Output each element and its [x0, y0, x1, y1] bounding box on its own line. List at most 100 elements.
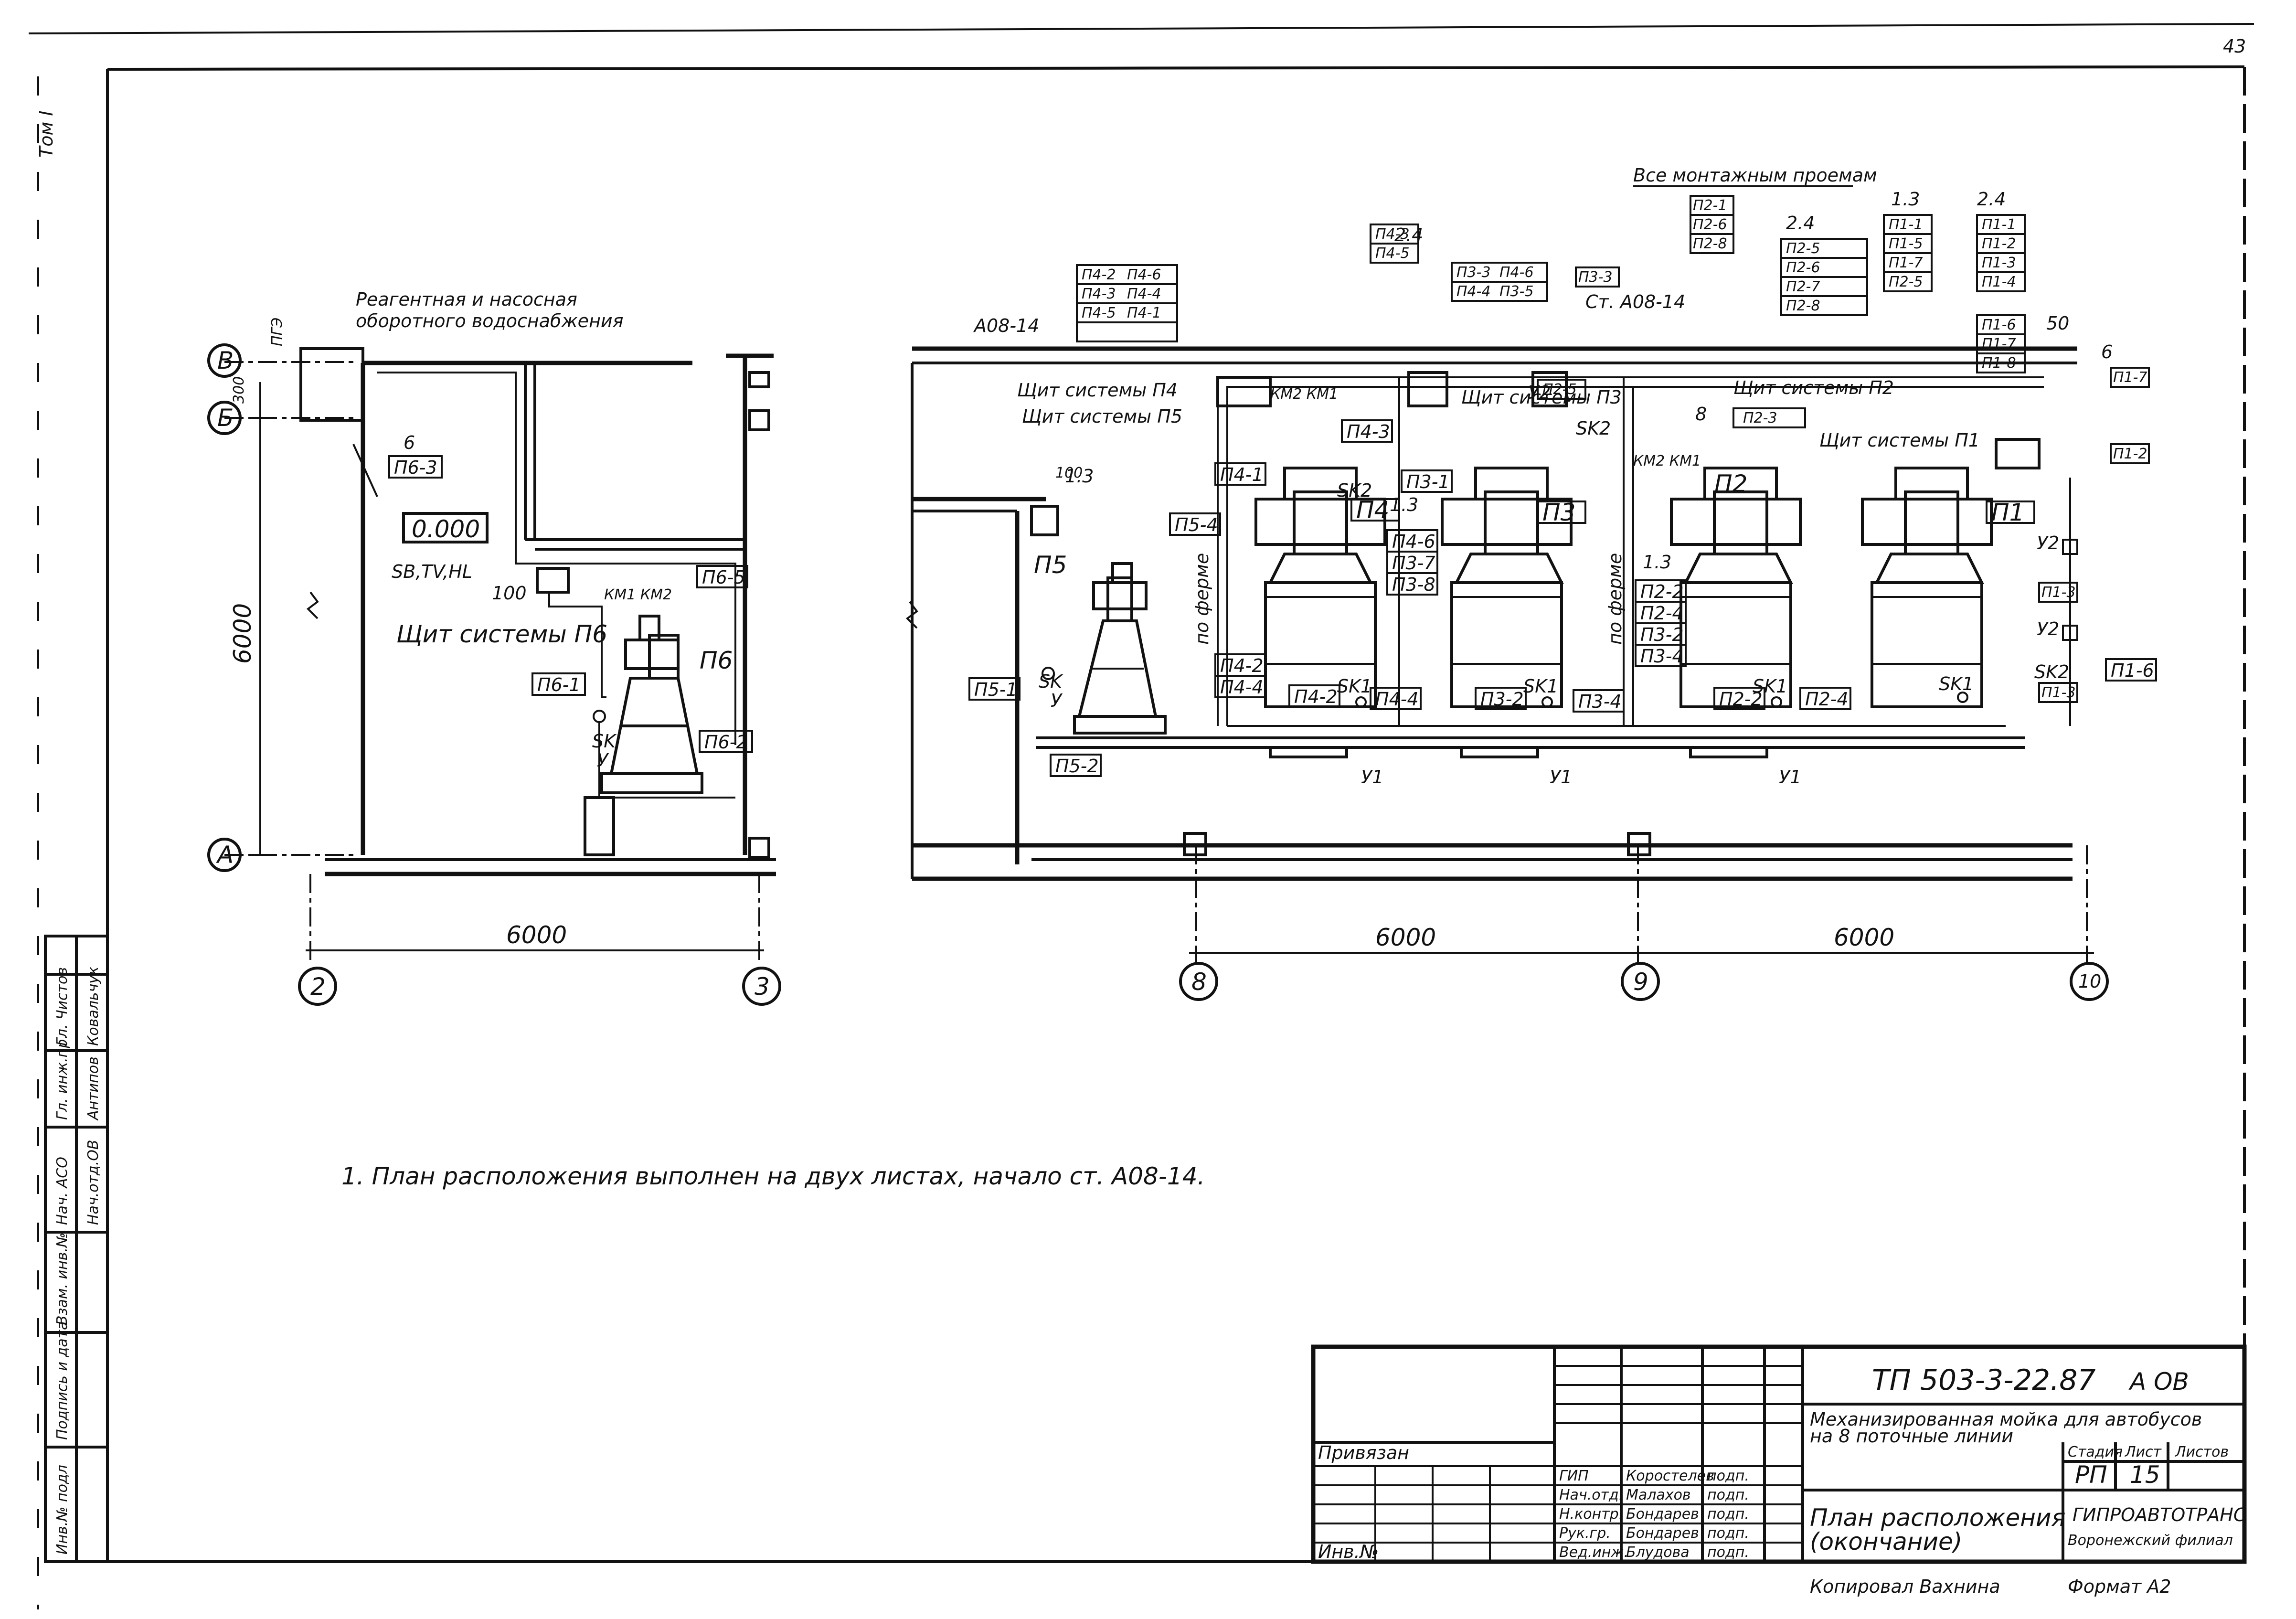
- dim-6000-vertical: 6000: [229, 603, 256, 664]
- stack-c-1: П2-5: [1786, 240, 1820, 257]
- axis-9-bubble: 9: [1633, 968, 1648, 996]
- stack-p4-1: П4-1: [1127, 305, 1161, 321]
- stack-b-1: П3-3: [1456, 264, 1491, 281]
- fan-p5: [1073, 562, 1167, 735]
- dim-6000-right-1: 6000: [1375, 924, 1436, 951]
- stack-e-4: П1-4: [1982, 274, 2016, 290]
- dim-6000-right-2: 6000: [1834, 924, 1894, 951]
- stack-d-4: П2-5: [1889, 274, 1923, 290]
- stamp-row1a: Нач. АСО: [54, 1157, 71, 1225]
- stamp-row2a: Гл. инж.пр.: [54, 1034, 71, 1120]
- km-label-left: КМ1 КМ2: [604, 586, 672, 603]
- axis-a-bubble: А: [216, 841, 234, 869]
- role-head-dept: Нач.отд.: [1559, 1487, 1623, 1503]
- sb-label: SB,TV,HL: [392, 561, 472, 582]
- role-group-head: Рук.гр.: [1559, 1525, 1611, 1542]
- panel-p2-label: Щит системы П2: [1733, 377, 1894, 398]
- fan-p4-label: П4: [1356, 496, 1389, 524]
- tag-p3-8: П3-8: [1392, 574, 1435, 595]
- tag-p3-4: П3-4: [1578, 691, 1622, 712]
- fan-p1: [1861, 467, 1993, 708]
- name-5: Блудова: [1626, 1544, 1690, 1561]
- tag-p2-2b: П2-2: [1719, 689, 1763, 710]
- group-13-b: 1.3: [1065, 466, 1094, 487]
- sk-label-left: SK: [592, 731, 617, 752]
- name-3: Бондарев: [1626, 1506, 1699, 1523]
- on-farm-label-2: по ферме: [1605, 553, 1626, 645]
- project-code: ТП 503-3-22.87: [1872, 1363, 2096, 1397]
- u2-label-p1: У2: [2037, 533, 2059, 554]
- copied-by: Копировал Вахнина: [1810, 1576, 2000, 1597]
- axis-b-bubble: Б: [217, 404, 234, 432]
- sign-2: подп.: [1707, 1487, 1749, 1503]
- tag-p1-2: П1-2: [2113, 446, 2147, 462]
- sk2-label-p3: SK2: [1576, 418, 1611, 439]
- sheet-title-2: (окончание): [1810, 1528, 1962, 1555]
- tag-p5-4: П5-4: [1175, 514, 1218, 535]
- stack-p4-4: П4-4: [1127, 286, 1161, 302]
- axis-10-bubble: 10: [2078, 971, 2101, 992]
- axis-8-bubble: 8: [1191, 968, 1207, 996]
- dim-300: 300: [231, 376, 247, 404]
- level-mark: 0.000: [412, 515, 480, 543]
- tag-p6-3: П6-3: [394, 457, 437, 478]
- left-plan: [224, 347, 776, 965]
- km-label-right-2: КМ2 КМ1: [1633, 453, 1701, 469]
- stack-c-2: П2-6: [1786, 259, 1820, 276]
- sk-label-p5: SK: [1039, 671, 1063, 692]
- misc-100: 100: [1055, 465, 1083, 481]
- stack-p4-6: П4-6: [1127, 266, 1161, 283]
- org-name-1: ГИПРОАВТОТРАНС: [2073, 1504, 2246, 1525]
- dim-6000-left: 6000: [506, 921, 567, 949]
- stamp-replace-inv: Взам. инв.№: [54, 1233, 71, 1325]
- stack-p4-5: П4-5: [1082, 305, 1116, 321]
- stamp-sign-date: Подпись и дата: [54, 1321, 71, 1440]
- tag-p5-2: П5-2: [1055, 756, 1099, 777]
- role-gip: ГИП: [1559, 1468, 1589, 1484]
- tag-p2-3: П2-3: [1743, 410, 1777, 426]
- stack-e-6: П1-7: [1982, 336, 2016, 352]
- name-2: Малахов: [1626, 1487, 1691, 1503]
- sk-label-p2: SK1: [1753, 676, 1787, 697]
- left-room-title-2: оборотного водоснабжения: [356, 310, 623, 331]
- sk2-label-p1: SK2: [2034, 661, 2069, 682]
- stack-e-3: П1-3: [1982, 255, 2016, 271]
- on-farm-label-1: по ферме: [1191, 553, 1212, 645]
- group-24-b: 2.4: [1786, 213, 1815, 234]
- tag-p3-2: П3-2: [1480, 689, 1524, 710]
- tag-p4-4b: П4-4: [1375, 689, 1419, 710]
- u-label-left: У: [597, 750, 609, 771]
- stack-b-4: П3-5: [1499, 283, 1534, 300]
- stack-a-1: П4-3: [1375, 226, 1410, 243]
- fan-p3-label: П3: [1542, 499, 1575, 526]
- stack-d-3: П1-7: [1889, 255, 1923, 271]
- stack-f-1: П2-1: [1693, 197, 1727, 214]
- group-13-a: 1.3: [1390, 494, 1418, 515]
- tag-p6-1: П6-1: [537, 674, 581, 695]
- axis-v-bubble: В: [217, 347, 234, 374]
- sheet-title-1: План расположения: [1810, 1504, 2066, 1532]
- fan-p2-label: П2: [1714, 470, 1747, 498]
- panel-p5-label: Щит системы П5: [1022, 406, 1182, 427]
- tag-p3-7: П3-7: [1392, 553, 1435, 574]
- ref-a08-14: А08-14: [973, 315, 1039, 336]
- u1-label-p3: У1: [1550, 767, 1572, 788]
- role-norm-control: Н.контр.: [1559, 1506, 1623, 1523]
- tag-p2-4b: П2-4: [1805, 689, 1849, 710]
- tag-p4-1: П4-1: [1220, 464, 1264, 485]
- project-title-1: Механизированная мойка для автобусов: [1810, 1409, 2202, 1430]
- stamp-row3b: Ковальчук: [85, 967, 102, 1046]
- tag-p4-6: П4-6: [1392, 531, 1435, 552]
- tag-p1-6: П1-6: [2111, 660, 2154, 681]
- stack-b-2: П4-6: [1499, 264, 1534, 281]
- page-number: 43: [2223, 36, 2246, 57]
- sk-label-p4: SK1: [1337, 676, 1372, 697]
- stack-b-3: П4-4: [1456, 283, 1491, 300]
- stack-e-5: П1-6: [1982, 317, 2016, 333]
- sheet-header: Лист: [2125, 1444, 2162, 1460]
- stamp-inv-original: Инв.№ подл: [54, 1465, 71, 1555]
- sk-label-p3: SK1: [1523, 676, 1558, 697]
- panel-p1-label: Щит системы П1: [1819, 430, 1980, 451]
- axis-3-bubble: 3: [755, 973, 770, 1001]
